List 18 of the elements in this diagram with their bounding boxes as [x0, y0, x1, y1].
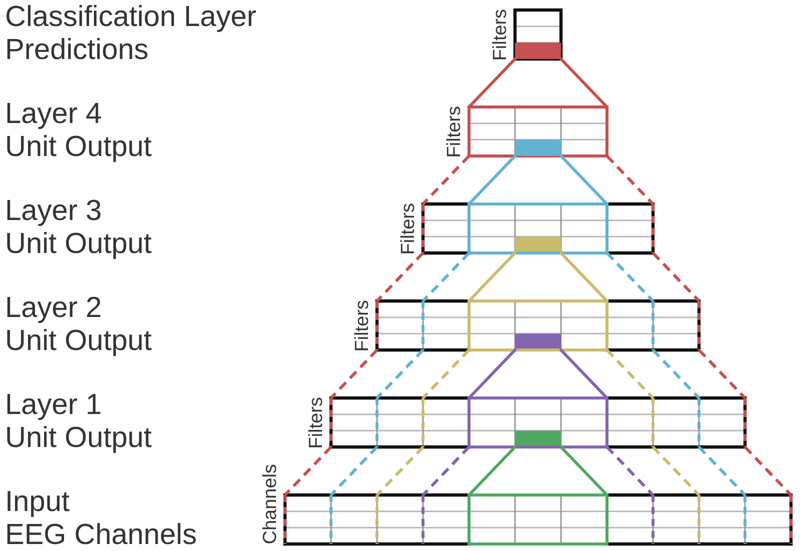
layer-description: Unit Output [5, 424, 152, 452]
layer-name: Classification Layer [5, 2, 256, 32]
layer-description: EEG Channels [5, 520, 197, 550]
axis-label: Filters [491, 8, 511, 60]
axis-label: Filters [445, 106, 465, 158]
axis-label: Channels [261, 464, 281, 544]
axis-label: Filters [353, 300, 373, 352]
axis-label: Filters [307, 396, 327, 448]
layer-name: Layer 1 [5, 390, 102, 420]
layer-name: Layer 2 [5, 294, 102, 322]
layer-description: Unit Output [5, 132, 152, 162]
layer-description: Unit Output [5, 326, 152, 356]
layer-description: Predictions [5, 36, 148, 64]
axis-label: Filters [399, 202, 419, 254]
layer-name: Layer 4 [5, 100, 102, 128]
layer-description: Unit Output [5, 230, 152, 258]
layer-name: Layer 3 [5, 196, 102, 226]
layer-name: Input [5, 488, 70, 516]
